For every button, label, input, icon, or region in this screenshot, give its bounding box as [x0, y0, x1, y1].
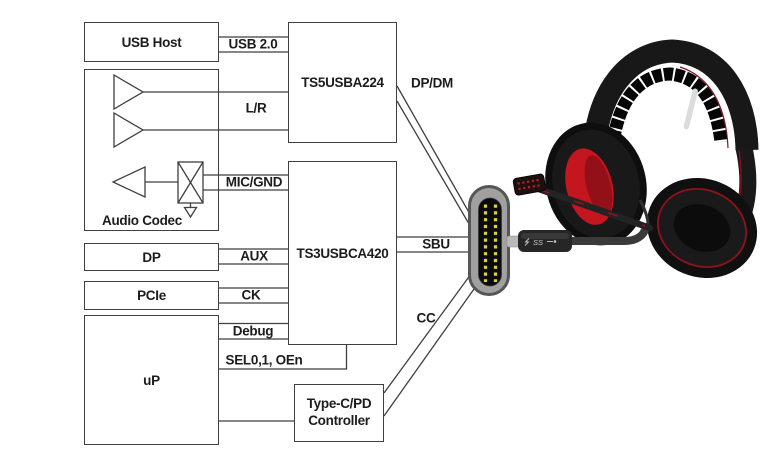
mic-tip — [512, 173, 547, 196]
signal-label-sel: SEL0,1, OEn — [225, 352, 303, 368]
mic-boom-red-accent — [539, 189, 646, 227]
usbc-receptacle-icon — [468, 185, 510, 296]
block-typec-pd-controller: Type-C/PD Controller — [294, 384, 384, 442]
earcup-right — [646, 177, 758, 279]
earcup-right-red-ring — [657, 188, 747, 268]
signal-label-debug: Debug — [232, 323, 274, 339]
wire-cc-b — [383, 288, 475, 417]
block-pcie-label: PCIe — [137, 288, 166, 303]
wire-cc-a — [383, 273, 472, 394]
mic-tip-body — [512, 173, 547, 196]
earcup-left-red-pad — [565, 148, 614, 225]
headset-left-hinge — [585, 132, 618, 163]
usbc-plug-body — [518, 230, 572, 252]
usbc-shell — [468, 185, 510, 296]
usbc-plug-icon: SS — [506, 230, 572, 252]
block-usb-host: USB Host — [84, 22, 219, 62]
usbc-plug-highlight — [521, 233, 569, 239]
cable-logo-bolt-icon — [524, 238, 530, 246]
block-ts5usba224-label: TS5USBA224 — [301, 75, 384, 90]
headband-cushion — [605, 67, 728, 151]
usbc-plug-tip — [506, 235, 522, 248]
mic-tip-dots-2 — [518, 183, 542, 191]
mic-boom — [523, 181, 654, 232]
block-pcie: PCIe — [84, 281, 219, 310]
wire-dpdm-b — [396, 100, 473, 230]
usbc-cavity — [478, 197, 502, 287]
earcup-left-red-shadow — [584, 155, 613, 216]
signal-label-usb20: USB 2.0 — [228, 36, 278, 52]
signal-label-micgnd: MIC/GND — [225, 174, 283, 190]
earcup-left-cushion — [552, 129, 640, 239]
block-up: uP — [84, 315, 219, 445]
block-audio-codec-label: Audio Codec — [102, 213, 182, 228]
block-typec-pd-line2: Controller — [308, 413, 370, 428]
cable-logo-text: SS — [533, 238, 543, 247]
block-dp-label: DP — [142, 249, 161, 265]
block-ts3usbca420: TS3USBCA420 — [288, 161, 397, 345]
earcup-right-center — [673, 204, 731, 252]
block-ts5usba224: TS5USBA224 — [288, 22, 397, 143]
block-up-label: uP — [143, 372, 160, 388]
headset-headband — [582, 39, 759, 154]
signal-label-dpdm: DP/DM — [411, 75, 453, 91]
block-typec-pd-line1: Type-C/PD — [306, 396, 372, 412]
signal-label-ck: CK — [241, 287, 261, 303]
cable-logo-dot-icon — [553, 240, 557, 243]
headset-yoke — [721, 146, 757, 248]
headset-cable — [567, 223, 650, 245]
headset-thin-cable — [638, 199, 650, 231]
block-ts3usbca420-label: TS3USBCA420 — [296, 245, 389, 261]
block-dp: DP — [84, 243, 219, 271]
headband-red-seam — [679, 66, 729, 149]
headband-slot — [683, 88, 698, 130]
headset-photo: SS — [506, 39, 759, 279]
mic-tip-dots-1 — [517, 178, 541, 185]
signal-label-lr: L/R — [245, 100, 267, 116]
block-audio-codec: Audio Codec — [84, 69, 219, 231]
headset-yoke-red-seam — [724, 149, 742, 239]
earcup-right-shell — [646, 177, 758, 279]
signal-label-sbu: SBU — [422, 236, 450, 252]
block-usb-host-label: USB Host — [121, 34, 182, 50]
signal-label-aux: AUX — [240, 248, 268, 264]
wire-dpdm-a — [396, 85, 472, 217]
earcup-left-shell — [545, 122, 647, 246]
earcup-left — [545, 122, 647, 246]
signal-label-cc: CC — [416, 310, 436, 326]
